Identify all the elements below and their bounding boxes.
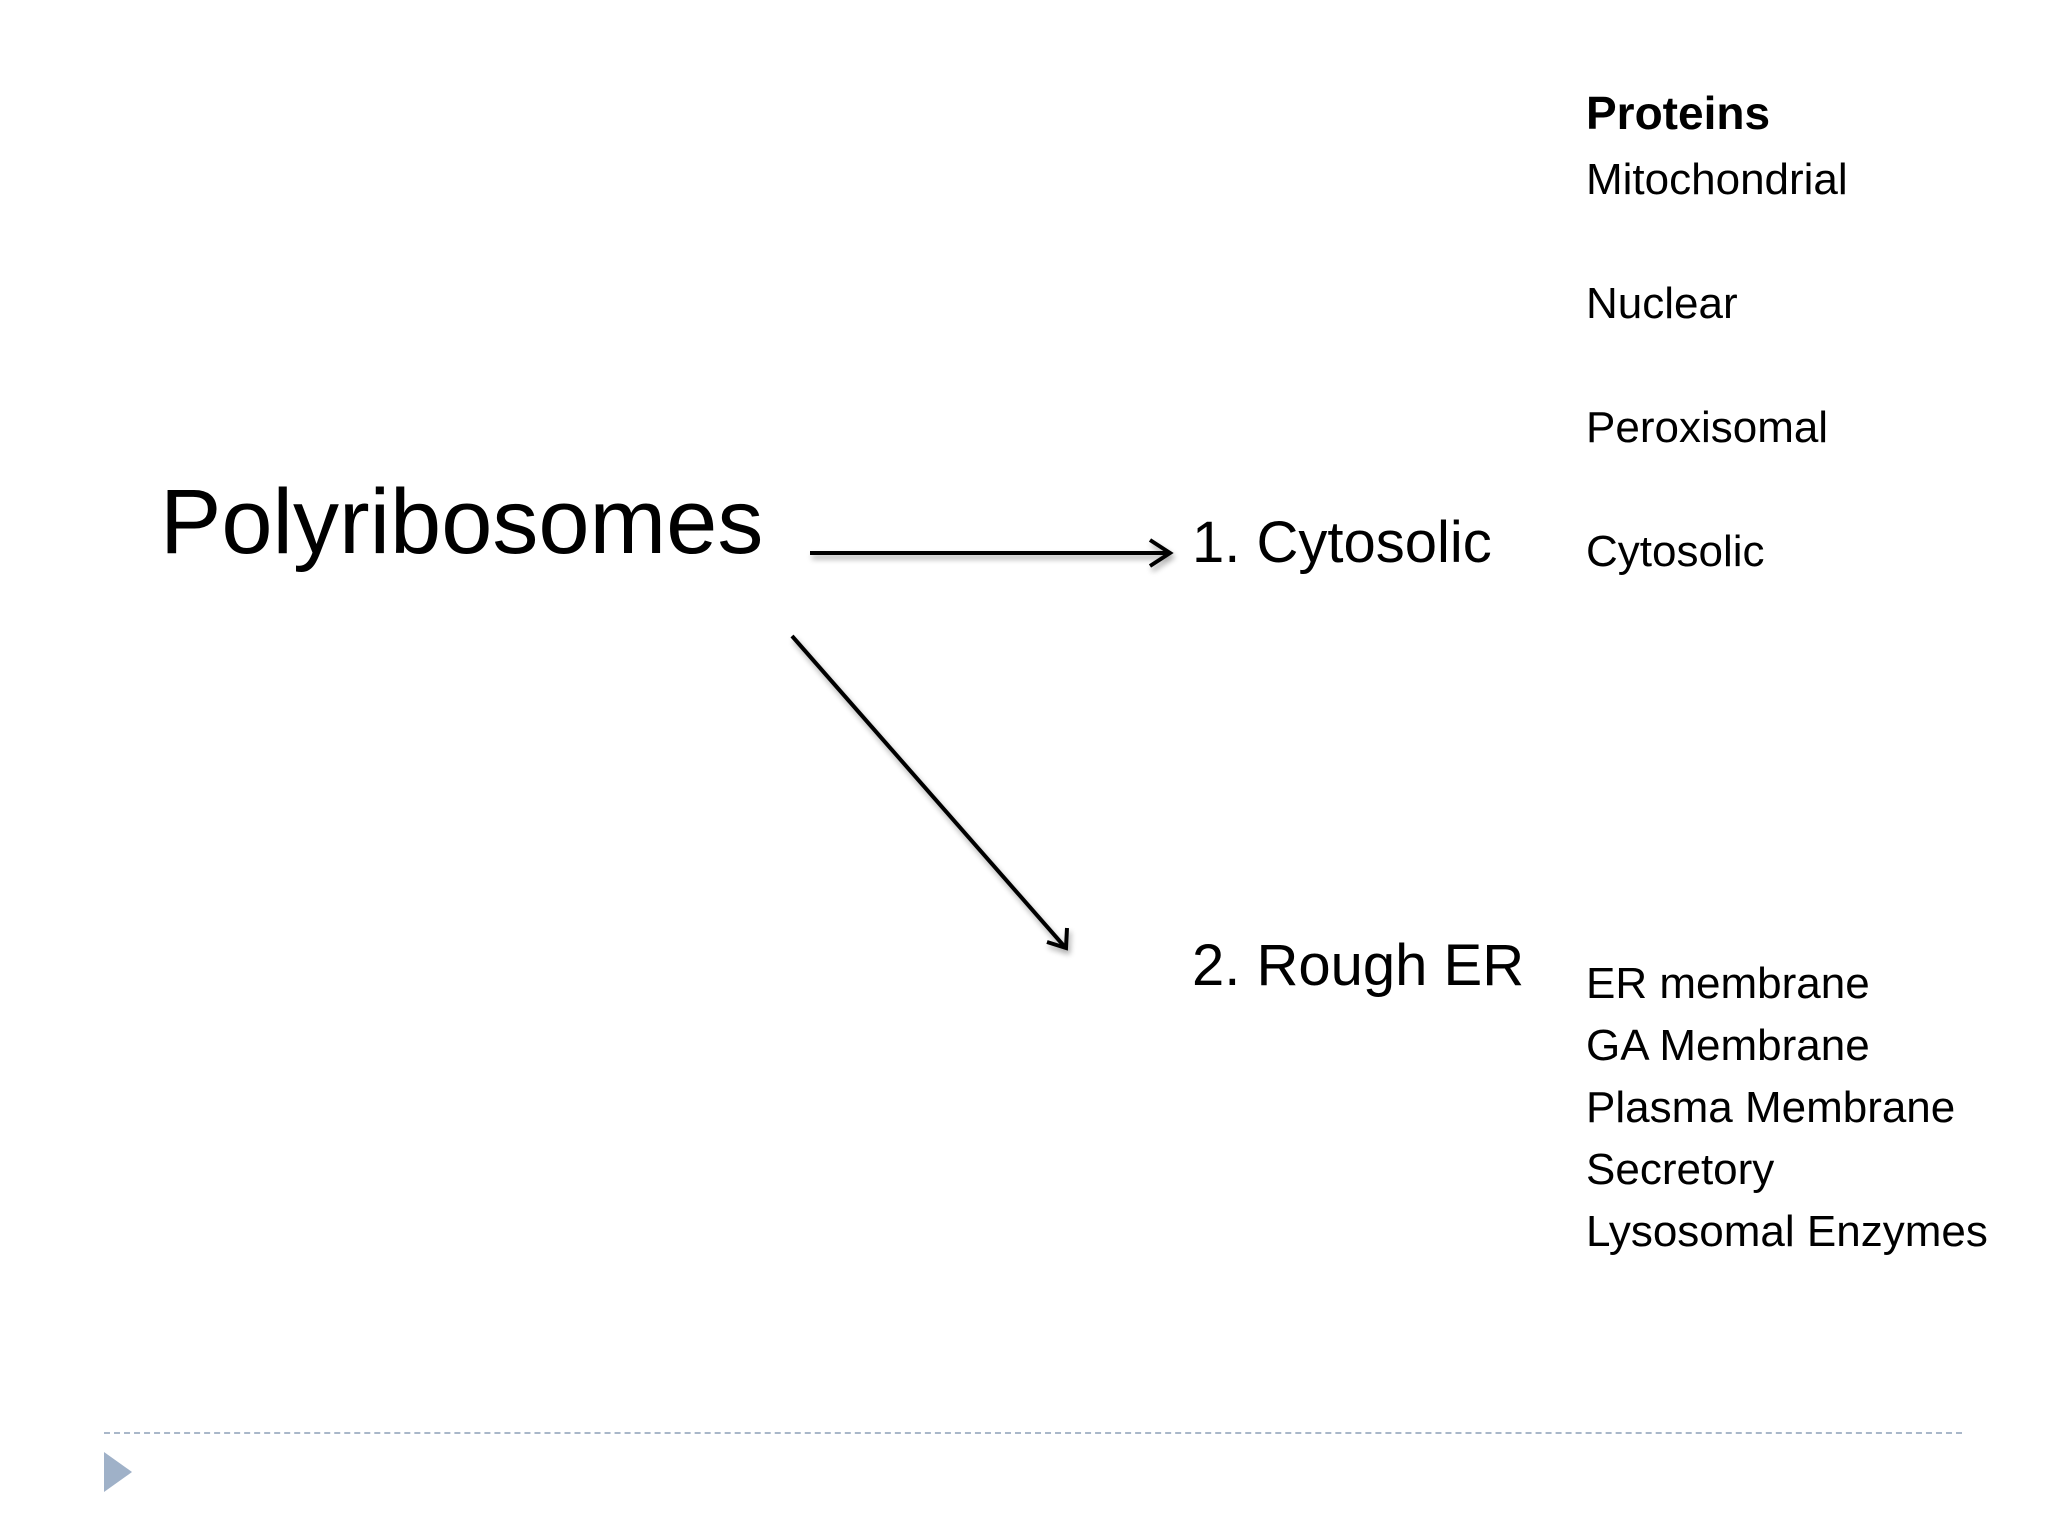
destination-rough-er: 2. Rough ER [1192, 933, 1525, 998]
protein-item-lysosomal-enzymes: Lysosomal Enzymes [1586, 1207, 1988, 1256]
protein-item-plasma-membrane: Plasma Membrane [1586, 1083, 1956, 1132]
protein-item-nuclear: Nuclear [1586, 279, 1738, 328]
protein-item-secretory: Secretory [1586, 1145, 1775, 1194]
rough-er-protein-list: ER membrane GA Membrane Plasma Membrane … [1586, 958, 1988, 1268]
arrow-to-rough-er [790, 634, 1069, 951]
protein-item-ga-membrane: GA Membrane [1586, 1021, 1870, 1070]
protein-item-er-membrane: ER membrane [1586, 959, 1870, 1008]
protein-item-peroxisomal: Peroxisomal [1586, 403, 1829, 452]
arrow-to-cytosolic [810, 538, 1174, 568]
proteins-heading: Proteins [1586, 87, 1771, 139]
polyribosomes-label: Polyribosomes [160, 471, 764, 573]
protein-item-mitochondrial: Mitochondrial [1586, 155, 1848, 204]
triangle-right-icon [104, 1452, 132, 1492]
destination-cytosolic: 1. Cytosolic [1192, 510, 1492, 575]
footer-divider [104, 1432, 1962, 1434]
cytosolic-protein-list: Mitochondrial Nuclear Peroxisomal Cytoso… [1586, 154, 1848, 650]
protein-item-cytosolic: Cytosolic [1586, 527, 1765, 576]
